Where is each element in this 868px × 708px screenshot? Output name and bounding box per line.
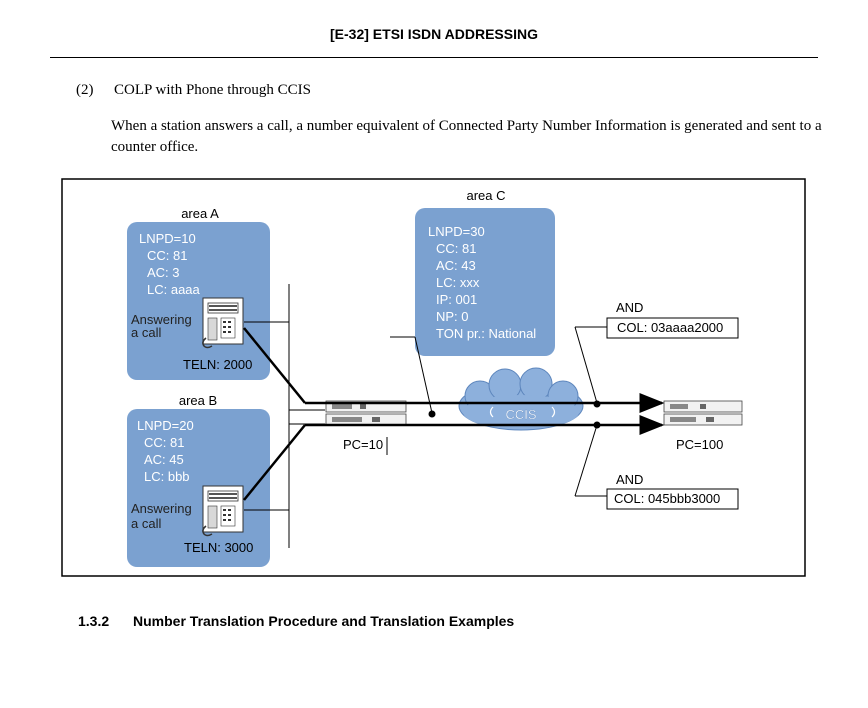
area-a-answering: Answering (131, 312, 192, 327)
area-a-title: area A (181, 206, 219, 221)
header-rule (50, 57, 818, 58)
subsection-heading: 1.3.2 Number Translation Procedure and Tr… (78, 613, 514, 629)
col-bottom-callout-dot (593, 421, 601, 429)
body-paragraph: When a station answers a call, a number … (111, 118, 822, 155)
area-a-lc: LC: aaaa (147, 282, 201, 297)
pbx-right-icon (663, 400, 743, 426)
col-bottom-callout-line (574, 424, 598, 497)
area-a-a-call: a call (131, 325, 161, 340)
area-a-lnpd: LNPD=10 (139, 231, 196, 246)
col-top-callout-dot (593, 400, 601, 408)
area-c-title: area C (466, 188, 505, 203)
page-header: [E-32] ETSI ISDN ADDRESSING (330, 26, 538, 42)
area-c-np: NP: 0 (436, 309, 469, 324)
area-b-teln: TELN: 3000 (184, 540, 253, 555)
subsection-number: 1.3.2 (78, 613, 110, 629)
signal-a-diag (243, 327, 306, 404)
figure-frame (61, 178, 806, 577)
ccis-wave-left (489, 406, 494, 418)
area-a-cc: CC: 81 (147, 248, 187, 263)
pbx-left-icon (325, 400, 407, 426)
area-a-teln: TELN: 2000 (183, 357, 252, 372)
and-top-label: AND (616, 300, 643, 315)
area-c-box (415, 208, 555, 356)
area-b-a-call: a call (131, 516, 161, 531)
area-a-ac: AC: 3 (147, 265, 180, 280)
col-top-box (606, 317, 739, 339)
col-bottom-box (606, 488, 739, 510)
ccis-wave-right (551, 406, 556, 418)
section-title: COLP with Phone through CCIS (114, 82, 311, 98)
col-top-label: COL: 03aaaa2000 (617, 320, 723, 335)
signal-b-diag (243, 424, 306, 501)
area-b-cc: CC: 81 (144, 435, 184, 450)
area-c-cc: CC: 81 (436, 241, 476, 256)
pc-left-label: PC=10 (343, 437, 383, 452)
pc-right-label: PC=100 (676, 437, 723, 452)
area-c-ip: IP: 001 (436, 292, 477, 307)
area-b-answering: Answering (131, 501, 192, 516)
subsection-title: Number Translation Procedure and Transla… (133, 613, 515, 629)
col-bottom-label: COL: 045bbb3000 (614, 491, 720, 506)
area-c-ton: TON pr.: National (436, 326, 536, 341)
ccis-label: CCIS (505, 407, 536, 422)
phone-b-icon (202, 485, 244, 537)
area-b-lc: LC: bbb (144, 469, 190, 484)
area-b-lnpd: LNPD=20 (137, 418, 194, 433)
area-b-ac: AC: 45 (144, 452, 184, 467)
phone-a-icon (202, 297, 244, 349)
section-heading: (2) COLP with Phone through CCIS (76, 82, 311, 99)
area-c-lc: LC: xxx (436, 275, 480, 290)
section-number: (2) (76, 82, 94, 98)
and-bottom-label: AND (616, 472, 643, 487)
area-c-callout-line (414, 336, 433, 414)
area-c-lnpd: LNPD=30 (428, 224, 485, 239)
col-top-callout-line (574, 326, 598, 404)
area-b-title: area B (179, 393, 217, 408)
area-c-callout-dot (428, 410, 436, 418)
area-c-ac: AC: 43 (436, 258, 476, 273)
